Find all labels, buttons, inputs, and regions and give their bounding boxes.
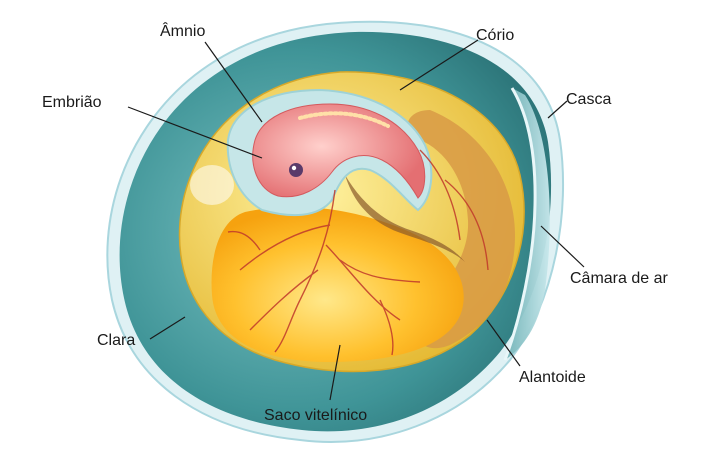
leader-amnio — [204, 41, 263, 123]
leader-corio — [399, 39, 479, 91]
leader-clara — [149, 316, 186, 340]
leader-embriao — [127, 106, 263, 159]
air-chamber-membrane — [503, 87, 537, 361]
embryo-eye — [289, 163, 303, 177]
label-embriao: Embrião — [42, 94, 102, 111]
embryo-eye-highlight — [291, 165, 297, 171]
label-clara: Clara — [97, 332, 136, 349]
label-casca: Casca — [566, 91, 612, 108]
label-amnio: Âmnio — [160, 23, 206, 40]
blood-vessels — [227, 149, 489, 356]
leader-casca — [547, 100, 568, 119]
embryo-somites — [298, 111, 390, 128]
label-alantoide: Alantoide — [519, 369, 586, 386]
label-saco-vitelinico: Saco vitelínico — [264, 407, 368, 424]
air-chamber — [505, 88, 550, 360]
albumen-highlight — [190, 165, 234, 205]
leader-saco — [329, 344, 341, 401]
yolk-stalk — [345, 175, 465, 262]
allantois — [407, 110, 515, 349]
label-corio: Cório — [476, 27, 515, 44]
leader-alantoide — [486, 319, 521, 367]
label-camara-de-ar: Câmara de ar — [570, 270, 668, 287]
leader-camara — [540, 225, 585, 268]
